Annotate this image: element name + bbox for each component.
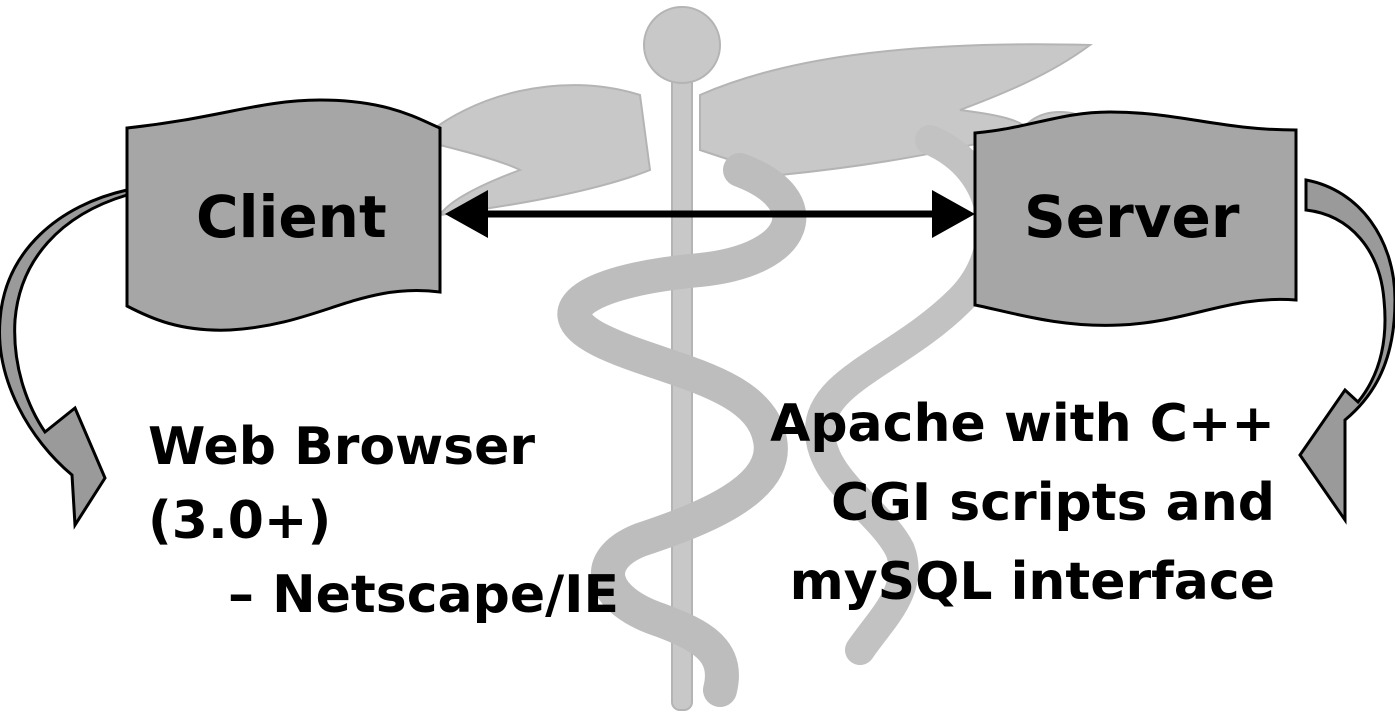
server-desc-line-1: Apache with C++ (770, 394, 1275, 454)
client-desc-line-2: (3.0+) (148, 491, 332, 551)
client-label: Client (196, 183, 387, 251)
client-curved-arrow (0, 188, 129, 530)
server-box (973, 110, 1298, 327)
client-desc-line-3: – Netscape/IE (228, 565, 619, 625)
server-desc-line-2: CGI scripts and (830, 473, 1275, 533)
client-box (125, 98, 442, 332)
server-label: Server (1024, 183, 1240, 251)
bidirectional-arrow (445, 190, 975, 238)
client-description: Web Browser (3.0+) – Netscape/IE (148, 410, 619, 632)
client-desc-line-1: Web Browser (148, 417, 536, 477)
server-desc-line-3: mySQL interface (789, 552, 1275, 612)
server-description: Apache with C++ CGI scripts and mySQL in… (770, 385, 1275, 622)
server-curved-arrow (1298, 178, 1395, 525)
